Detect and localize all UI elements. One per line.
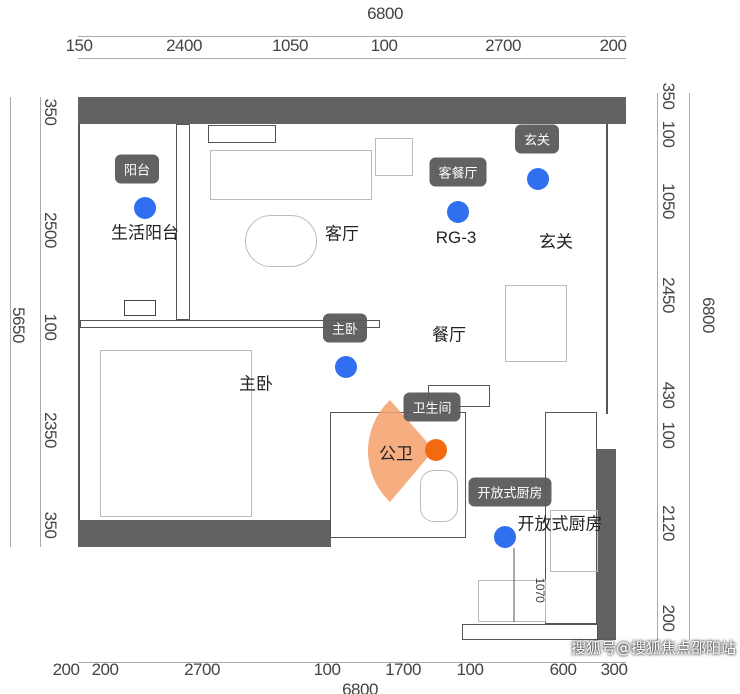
hotspot-foyer[interactable] (527, 168, 549, 190)
sofa (210, 150, 372, 200)
dim-bottom: 100 (456, 660, 484, 679)
wall-right (606, 124, 608, 414)
dim-line-left (40, 97, 41, 547)
plant (375, 138, 413, 176)
tag-bath[interactable]: 卫生间 (403, 392, 461, 422)
bed (100, 350, 252, 517)
tag-living-dining[interactable]: 客餐厅 (429, 157, 487, 187)
hotspot-kitchen[interactable] (494, 526, 516, 548)
tag-foyer[interactable]: 玄关 (514, 124, 560, 154)
dim-line-right (657, 93, 658, 640)
tag-kitchen[interactable]: 开放式厨房 (468, 477, 552, 507)
room-balcony: 生活阳台 (111, 223, 179, 244)
room-living: 客厅 (325, 224, 359, 245)
ac-unit (208, 125, 276, 143)
dim-bottom: 2700 (184, 660, 220, 679)
hotspot-living-dining[interactable] (447, 201, 469, 223)
ac-unit-balcony (124, 300, 156, 316)
dim-top: 100 (370, 36, 398, 55)
room-foyer: 玄关 (539, 232, 573, 253)
dim-kitchen: 1070 (533, 577, 547, 603)
dim-bottom: 200 (91, 660, 119, 679)
dim-line-left-total (10, 97, 11, 547)
dim-line-right-total (689, 93, 690, 640)
coffee-table (245, 215, 317, 267)
hotspot-balcony[interactable] (134, 197, 156, 219)
dining-table (505, 285, 567, 362)
wall-right-kitchen (597, 449, 616, 640)
view-cone-sector (367, 400, 434, 502)
stove (550, 510, 598, 572)
toilet (420, 470, 458, 522)
room-kitchen: 开放式厨房 (517, 514, 603, 535)
room-dining: 餐厅 (432, 325, 466, 346)
model-code: RG-3 (435, 228, 477, 247)
dim-bottom: 300 (600, 660, 628, 679)
dim-top-total: 6800 (367, 4, 403, 23)
wall-kitchen-bottom (462, 624, 598, 640)
room-master: 主卧 (239, 374, 273, 395)
dim-bottom: 1700 (385, 660, 421, 679)
dim-line-top-total (78, 36, 626, 37)
dim-top: 2700 (485, 36, 521, 55)
dim-bottom: 100 (313, 660, 341, 679)
wall-top (78, 97, 626, 124)
dim-top: 200 (599, 36, 627, 55)
dim-bottom-total: 6800 (342, 680, 378, 694)
balcony-door (176, 124, 190, 320)
hotspot-master[interactable] (335, 356, 357, 378)
sink (478, 580, 546, 622)
dim-top: 2400 (166, 36, 202, 55)
wall-bedroom-top (80, 320, 380, 328)
tag-master[interactable]: 主卧 (322, 313, 368, 343)
dim-top: 1050 (272, 36, 308, 55)
dim-bottom: 600 (549, 660, 577, 679)
tag-balcony[interactable]: 阳台 (114, 154, 160, 184)
dim-bottom: 200 (52, 660, 80, 679)
watermark: 搜狐号@搜狐焦点邵阳站 (570, 639, 736, 657)
wall-bottom-left (78, 520, 331, 547)
wall-left (78, 124, 80, 520)
dim-line-top (78, 58, 626, 59)
room-bath: 公卫 (379, 444, 413, 465)
kitchen-counter (545, 412, 597, 624)
hotspot-bath-current[interactable] (425, 439, 447, 461)
dim-top: 150 (65, 36, 93, 55)
dim-line-bottom (78, 662, 626, 663)
